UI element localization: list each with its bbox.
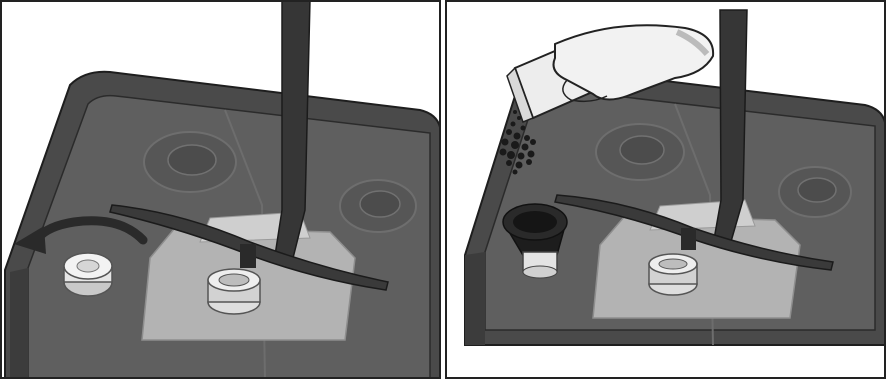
salt-reservoir-cap bbox=[64, 253, 112, 296]
spray-arm-hub bbox=[681, 228, 696, 250]
tub-embossed-circle-right bbox=[340, 180, 416, 232]
filter-assembly bbox=[649, 254, 697, 295]
tub-embossed-circle-left bbox=[596, 124, 684, 180]
panel-left-unscrew-cap bbox=[0, 0, 441, 379]
left-illustration bbox=[0, 0, 441, 379]
tub-embossed-circle-left bbox=[144, 132, 236, 192]
right-illustration bbox=[445, 0, 886, 379]
panel-right-fill-salt bbox=[445, 0, 886, 379]
tub-embossed-circle-right bbox=[779, 167, 851, 217]
spray-arm-hub bbox=[240, 244, 256, 268]
filter-assembly bbox=[208, 269, 260, 314]
